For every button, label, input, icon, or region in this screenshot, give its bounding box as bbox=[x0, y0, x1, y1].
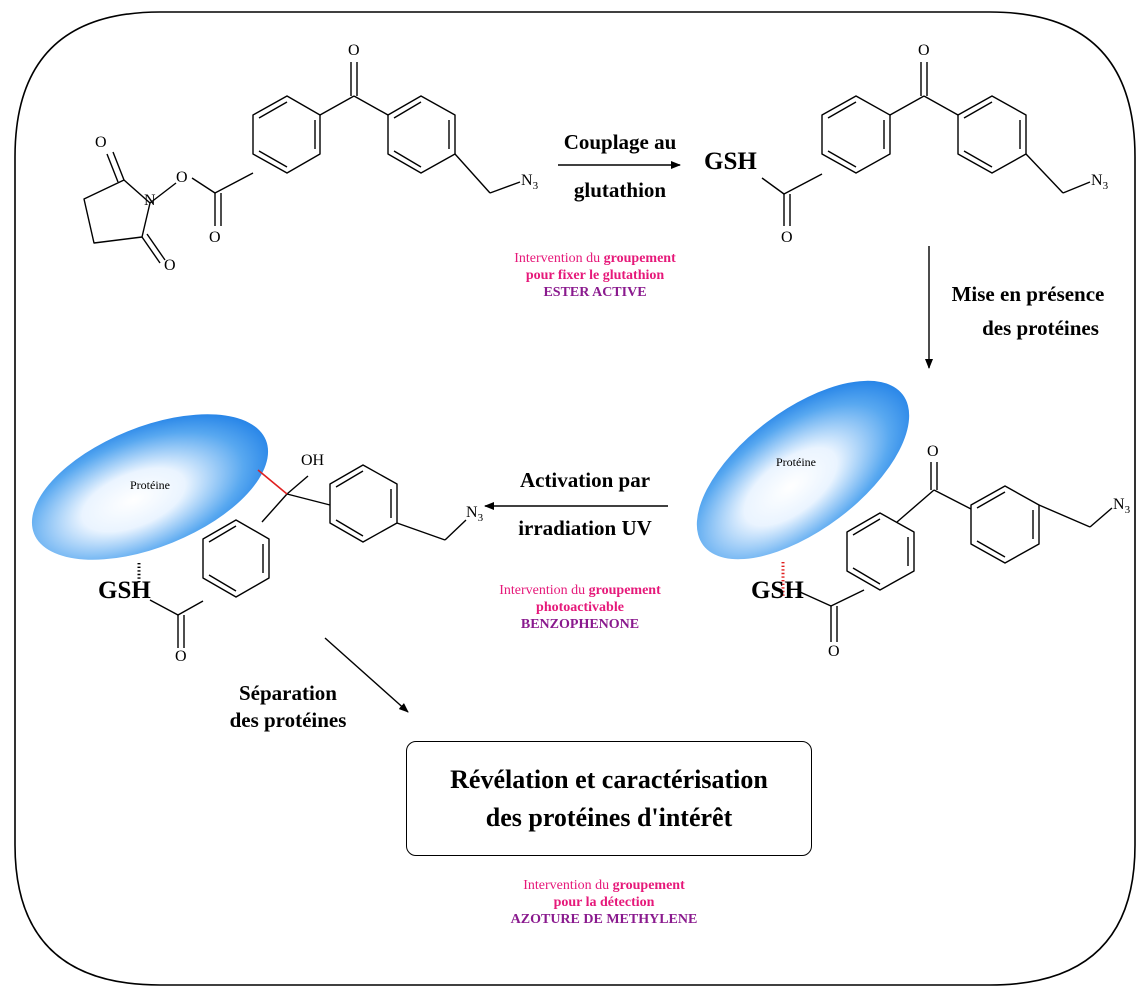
result-box bbox=[406, 741, 812, 856]
note-benzophenone: Intervention du groupement photoactivabl… bbox=[455, 583, 705, 633]
protein-blob-right bbox=[696, 380, 910, 560]
atom-o-ketone-3: O bbox=[927, 443, 939, 460]
azide-4-sub: 3 bbox=[477, 512, 484, 525]
azide-1-n: N bbox=[521, 172, 533, 189]
note-azide-line2: pour la détection bbox=[553, 894, 655, 910]
note-ester-bold: groupement bbox=[603, 251, 676, 266]
step-coupling-label: Couplage au glutathion bbox=[540, 126, 700, 207]
azide-1-sub: 3 bbox=[532, 180, 539, 193]
note-benzophenone-prefix: Intervention du bbox=[499, 583, 589, 598]
gsh-label-left: GSH bbox=[98, 577, 151, 604]
step-protein-contact-line1: Mise en présence bbox=[951, 282, 1105, 306]
step-protein-contact-label: Mise en présence des protéines bbox=[928, 278, 1128, 345]
protein-blob-left bbox=[31, 414, 269, 560]
atom-n-imide: N bbox=[144, 192, 156, 209]
note-azide-bold: groupement bbox=[612, 878, 685, 893]
step-uv-activation-line1: Activation par bbox=[519, 468, 651, 492]
molecule-bonds bbox=[83, 62, 1113, 648]
result-text: Révélation et caractérisation des protéi… bbox=[406, 761, 812, 836]
atom-o-amide-4: O bbox=[175, 648, 187, 665]
atom-o-ester-bridge: O bbox=[176, 169, 188, 186]
azide-2-n: N bbox=[1091, 172, 1103, 189]
azide-2-sub: 3 bbox=[1102, 180, 1109, 193]
note-ester-group: ESTER ACTIVE bbox=[543, 284, 647, 300]
outer-frame bbox=[14, 11, 1136, 986]
atom-o-imide-top: O bbox=[95, 134, 107, 151]
succinimide-ring bbox=[83, 179, 151, 244]
atom-oh-alcohol: OH bbox=[301, 452, 325, 469]
step-uv-activation-line2: irradiation UV bbox=[518, 515, 652, 540]
note-benzophenone-bold: groupement bbox=[588, 583, 661, 598]
azide-label-1: N3 bbox=[521, 172, 538, 192]
note-ester-prefix: Intervention du bbox=[514, 251, 604, 266]
atom-o-ketone-1: O bbox=[348, 42, 360, 59]
benzene-ring-c bbox=[821, 95, 891, 174]
azide-3-sub: 3 bbox=[1124, 504, 1131, 517]
note-azide-prefix: Intervention du bbox=[523, 878, 613, 893]
azide-label-4: N3 bbox=[466, 504, 483, 524]
benzene-ring-g bbox=[202, 519, 270, 598]
protein-label-right: Protéine bbox=[776, 455, 816, 469]
azide-4-n: N bbox=[466, 504, 478, 521]
atom-o-amide-3: O bbox=[828, 643, 840, 660]
note-benzophenone-group: BENZOPHENONE bbox=[520, 616, 640, 632]
step-separation-line2: des protéines bbox=[229, 708, 347, 733]
note-ester-line2: pour fixer le glutathion bbox=[525, 267, 665, 283]
gsh-label-top: GSH bbox=[704, 148, 757, 175]
azide-label-3: N3 bbox=[1113, 496, 1130, 516]
note-azide-group: AZOTURE DE METHYLENE bbox=[510, 911, 698, 927]
azide-label-2: N3 bbox=[1091, 172, 1108, 192]
note-ester-active: Intervention du groupement pour fixer le… bbox=[470, 251, 720, 301]
atom-o-ketone-2: O bbox=[918, 42, 930, 59]
protein-label-left: Protéine bbox=[130, 478, 170, 492]
atom-o-amide-2: O bbox=[781, 229, 793, 246]
step-separation-line1: Séparation bbox=[238, 681, 337, 705]
note-benzophenone-line2: photoactivable bbox=[536, 599, 624, 615]
note-azide: Intervention du groupement pour la détec… bbox=[474, 878, 734, 928]
atom-o-ester-carbonyl: O bbox=[209, 229, 221, 246]
arrow-separation bbox=[324, 637, 409, 713]
benzene-ring-b bbox=[387, 95, 456, 174]
result-line2: des protéines d'intérêt bbox=[485, 802, 733, 832]
step-protein-contact-line2: des protéines bbox=[982, 315, 1099, 340]
step-separation-label: Séparation des protéines bbox=[203, 680, 373, 735]
benzene-ring-h bbox=[329, 464, 398, 543]
atom-o-imide-bottom: O bbox=[164, 257, 176, 274]
step-uv-activation-label: Activation par irradiation UV bbox=[495, 464, 675, 545]
step-coupling-line2: glutathion bbox=[573, 177, 667, 202]
step-coupling-line1: Couplage au bbox=[563, 130, 677, 154]
azide-3-n: N bbox=[1113, 496, 1125, 513]
benzene-ring-e bbox=[846, 512, 915, 591]
result-line1: Révélation et caractérisation bbox=[450, 765, 768, 794]
uv-crosslink-bond bbox=[257, 469, 288, 495]
benzene-ring-f bbox=[970, 485, 1040, 564]
benzene-ring-d bbox=[957, 95, 1027, 174]
gsh-label-right: GSH bbox=[751, 577, 804, 604]
benzene-ring-a bbox=[252, 95, 321, 174]
